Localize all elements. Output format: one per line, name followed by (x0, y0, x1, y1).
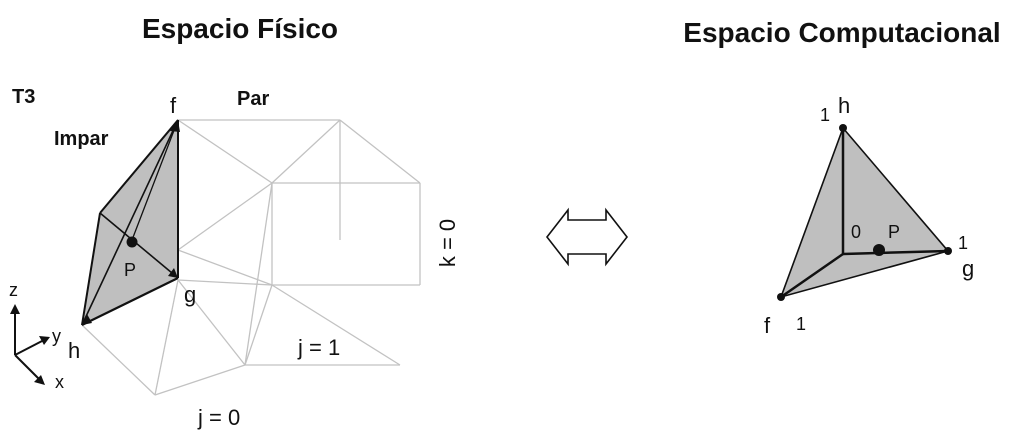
odd-label: Impar (54, 128, 109, 150)
unit-g-label: 1 (958, 233, 968, 253)
plane-j1-label: j = 1 (297, 335, 340, 360)
vertex-f-label: f (170, 93, 177, 118)
point-p-marker (126, 236, 138, 248)
comp-vertex-h-label: h (838, 93, 850, 118)
comp-point-p-marker (873, 244, 885, 256)
vertex-g-label: g (184, 282, 196, 307)
origin-label: 0 (851, 222, 861, 242)
unit-h-label: 1 (820, 105, 830, 125)
reference-tetrahedron (777, 124, 952, 301)
plane-j0-label: j = 0 (197, 405, 240, 430)
plane-k0-label: k = 0 (435, 219, 460, 267)
comp-vertex-f-label: f (764, 313, 771, 338)
tetrahedron-t3 (81, 119, 180, 326)
even-label: Par (237, 88, 269, 110)
double-arrow-icon (545, 207, 629, 267)
comp-point-p-label: P (888, 222, 900, 242)
physical-space-title: Espacio Físico (142, 13, 338, 44)
axis-triad (10, 304, 50, 385)
vertex-h-label: h (68, 338, 80, 363)
point-p-label: P (124, 260, 136, 280)
comp-vertex-g-label: g (962, 256, 974, 281)
tetra-label: T3 (12, 86, 35, 108)
axis-x-label: x (55, 372, 64, 392)
axis-y-label: y (52, 326, 61, 346)
computational-space-title: Espacio Computacional (683, 17, 1000, 48)
axis-z-label: z (9, 280, 18, 300)
unit-f-label: 1 (796, 314, 806, 334)
grid-wireframe (81, 119, 421, 396)
